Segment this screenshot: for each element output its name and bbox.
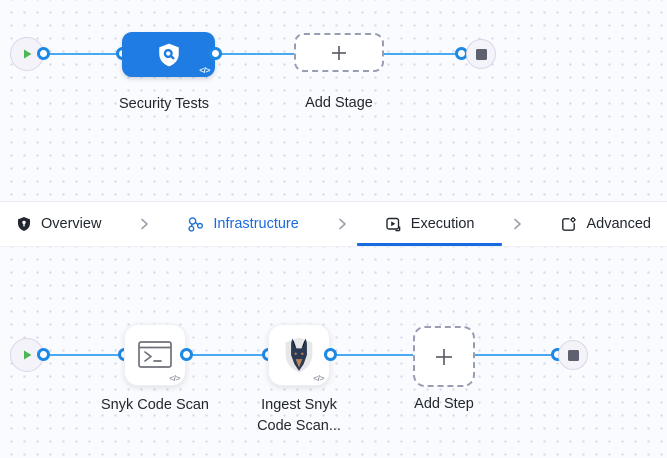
tab-label: Advanced xyxy=(586,216,651,232)
add-stage-label: Add Stage xyxy=(305,95,373,111)
pipeline-end-node[interactable] xyxy=(466,39,496,69)
tab-execution[interactable]: Execution xyxy=(356,202,503,246)
connector-line xyxy=(186,354,268,356)
execution-canvas[interactable]: </> </> Snyk Co xyxy=(0,247,667,458)
stage-canvas[interactable]: </> Security Tests Add Stage xyxy=(0,0,667,201)
step-label: Snyk Code Scan xyxy=(100,397,209,413)
add-step-label: Add Step xyxy=(414,396,474,412)
step-label: Ingest Snyk Code Scan... xyxy=(257,397,341,434)
tab-overview[interactable]: Overview xyxy=(16,202,101,246)
connector-line xyxy=(43,53,122,55)
plus-icon xyxy=(332,45,346,60)
pipeline-end-node[interactable] xyxy=(558,340,588,370)
plus-icon xyxy=(436,348,452,365)
infrastructure-icon xyxy=(188,216,204,232)
code-icon: </> xyxy=(199,65,210,75)
tab-label: Overview xyxy=(41,216,102,232)
stage-config-tabs: Overview Infrastructure xyxy=(0,201,667,247)
snyk-dog-icon xyxy=(285,337,313,373)
connector-port[interactable] xyxy=(37,348,50,361)
advanced-gear-icon xyxy=(562,216,577,231)
play-icon xyxy=(24,49,32,59)
add-step-button[interactable] xyxy=(413,326,475,387)
stop-icon xyxy=(567,349,579,361)
play-icon xyxy=(24,350,32,360)
chevron-right-icon xyxy=(510,202,524,246)
chevron-right-icon xyxy=(137,202,151,246)
chevron-right-icon xyxy=(335,202,349,246)
connector-port[interactable] xyxy=(180,348,193,361)
tab-label: Infrastructure xyxy=(213,216,299,232)
code-icon: </> xyxy=(313,373,324,383)
shield-icon xyxy=(18,217,30,231)
connector-line xyxy=(330,354,413,356)
connector-line xyxy=(43,354,124,356)
connector-line xyxy=(475,354,553,356)
step-node-ingest-snyk[interactable]: </> xyxy=(268,324,330,386)
tab-advanced[interactable]: Advanced xyxy=(560,202,651,246)
connector-line xyxy=(384,53,461,55)
tab-label: Execution xyxy=(410,216,475,232)
step-node-snyk-code-scan[interactable]: </> xyxy=(124,324,186,386)
execution-icon xyxy=(386,217,401,231)
connector-line xyxy=(215,53,294,55)
code-icon: </> xyxy=(169,373,180,383)
shield-scan-icon xyxy=(158,43,179,66)
tab-infrastructure[interactable]: Infrastructure xyxy=(187,202,299,246)
stage-label: Security Tests xyxy=(119,96,209,112)
terminal-icon xyxy=(138,341,172,368)
stage-node-security-tests[interactable]: </> xyxy=(122,32,215,77)
add-stage-button[interactable] xyxy=(294,33,384,72)
connector-port[interactable] xyxy=(209,47,222,60)
connector-port[interactable] xyxy=(324,348,337,361)
connector-port[interactable] xyxy=(37,47,50,60)
stop-icon xyxy=(475,48,487,60)
